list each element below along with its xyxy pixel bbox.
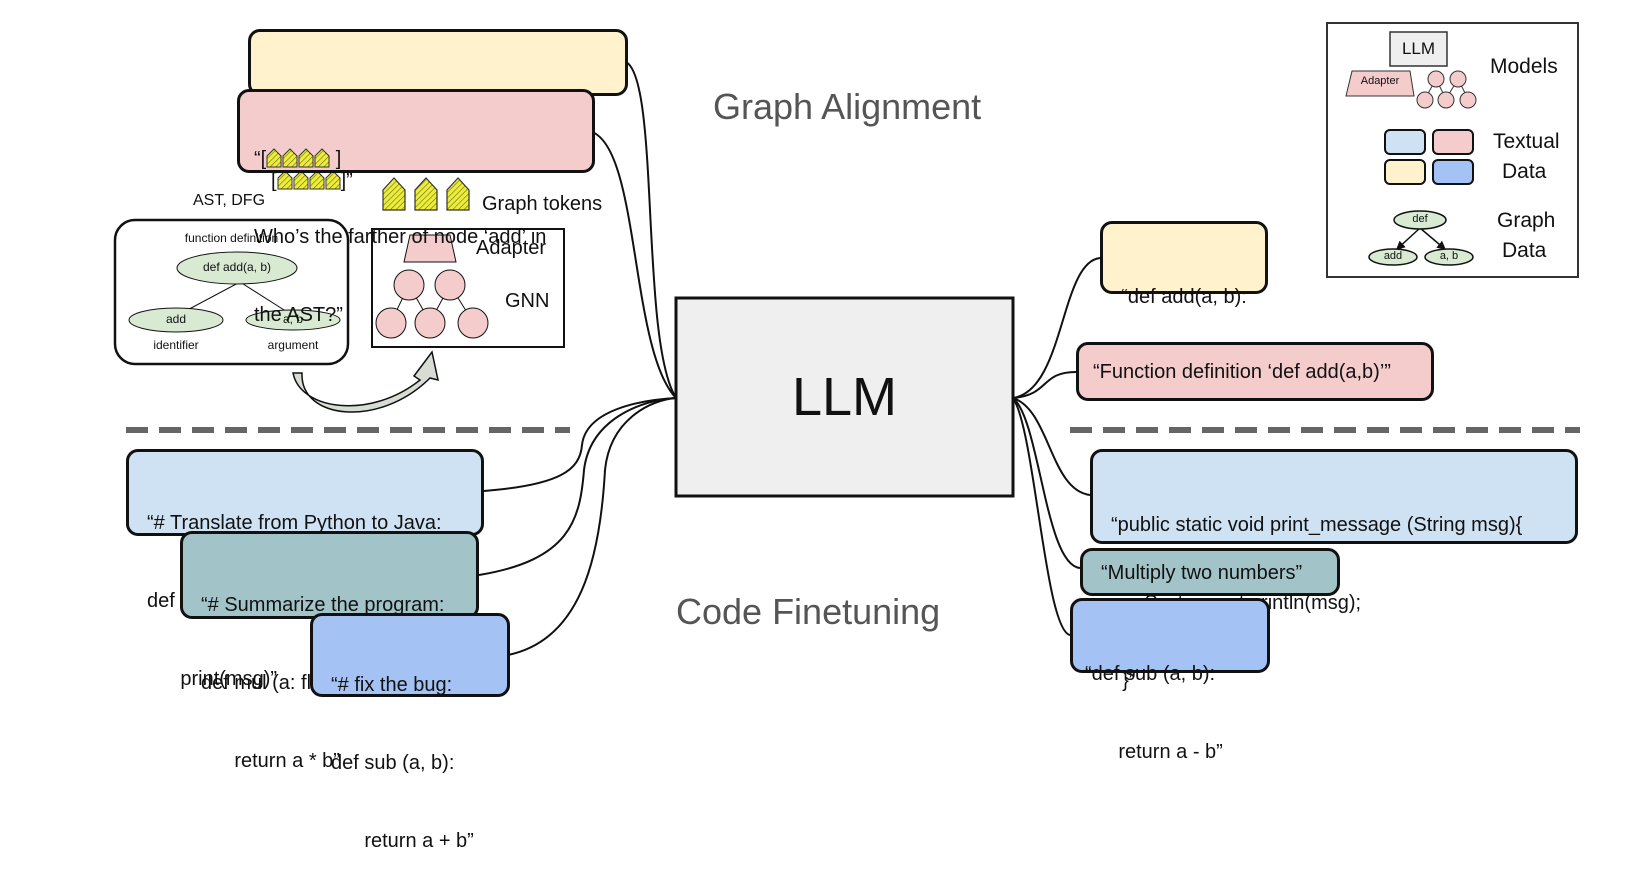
graph-token-icon	[446, 177, 470, 211]
input-translate: “# Translate from Python to Java: def pr…	[126, 449, 484, 690]
output-function-definition: “Function definition ‘def add(a,b)’”	[1076, 342, 1434, 401]
ast-right-label: a, b	[282, 312, 303, 326]
output-def-add-line1: “def add(a, b):	[1121, 286, 1247, 308]
connector-farther	[591, 131, 677, 399]
output-def-add: “def add(a, b): …”	[1100, 221, 1268, 386]
adapter-label: Adapter	[476, 237, 547, 259]
gnn-node	[414, 307, 446, 339]
legend-llm-label: LLM	[1401, 39, 1436, 58]
legend-adapter-trapezoid	[1345, 70, 1415, 97]
graph-token-icon	[414, 177, 438, 211]
input-fix-line: “# fix the bug:	[331, 674, 453, 696]
right-connectors	[1012, 257, 1101, 636]
graph-token-group	[266, 148, 330, 170]
ast-to-gnn-arrow	[292, 350, 439, 413]
graph-token-icon	[382, 177, 406, 211]
ast-caption: AST, DFG	[193, 192, 266, 209]
graph-tokens-label: Graph tokens	[482, 193, 603, 215]
legend-swatch-pink	[1432, 129, 1474, 155]
input-translate-line: print(msg)”	[147, 668, 278, 690]
legend-swatch-yellow	[1384, 159, 1426, 185]
ast-root-caption: function definition	[184, 231, 279, 245]
legend-graph-root-label: def	[1412, 213, 1428, 225]
ast-root-label: def add(a, b)	[202, 260, 272, 274]
legend-graph-data-label: Data	[1502, 239, 1547, 262]
graph-token-icon	[314, 148, 330, 168]
legend-gnn-graph	[1416, 70, 1477, 109]
legend-swatch-blue	[1432, 159, 1474, 185]
gnn-node	[457, 307, 489, 339]
legend-graph-right	[1424, 248, 1474, 266]
legend-graph-right-label: a, b	[1439, 250, 1459, 262]
legend-textual-data-label: Data	[1502, 160, 1547, 183]
prompt-farther-line3: the AST?”	[254, 304, 343, 326]
gnn-node	[393, 269, 425, 301]
output-java: “public static void print_message (Strin…	[1090, 449, 1578, 692]
ast-left-caption: identifier	[153, 338, 199, 352]
gnn-node	[375, 307, 407, 339]
llm-label: LLM	[791, 367, 898, 427]
connector-summarize	[478, 397, 677, 576]
ast-left-label: add	[165, 312, 187, 326]
connector-summary	[1012, 397, 1081, 569]
gnn-graph	[375, 269, 489, 339]
legend-adapter-label: Adapter	[1360, 75, 1400, 87]
section-title-code-finetuning: Code Finetuning	[676, 591, 941, 632]
legend-swatch-light-blue	[1384, 129, 1426, 155]
graph-token-icon	[282, 148, 298, 168]
input-fix-bug: “# fix the bug: def sub (a, b): return a…	[310, 613, 510, 852]
output-java-line: “public static void print_message (Strin…	[1111, 514, 1523, 536]
legend-graph-label: Graph	[1497, 209, 1556, 232]
ast-right-caption: argument	[267, 338, 319, 352]
prompt-farther-line1: “[ ]	[254, 148, 342, 170]
input-summarize-line: “# Summarize the program:	[201, 594, 445, 616]
legend-llm-box	[1389, 31, 1448, 67]
left-connectors	[478, 61, 677, 656]
gnn-label: GNN	[505, 290, 550, 312]
output-java-line: }”	[1111, 670, 1136, 692]
connector-fixed	[1012, 397, 1071, 636]
ast-left-node	[128, 307, 224, 333]
connector-def-add	[1012, 257, 1101, 399]
input-summarize: “# Summarize the program: def mul (a: fl…	[180, 531, 479, 772]
legend-graph-left	[1368, 248, 1418, 266]
input-fix-line: def sub (a, b):	[331, 752, 455, 774]
input-translate-line: “# Translate from Python to Java:	[147, 512, 442, 534]
legend-textual-label: Textual	[1493, 130, 1560, 153]
connector-recover	[625, 61, 677, 399]
legend-graph-left-label: add	[1383, 250, 1403, 262]
legend-graph-root	[1393, 210, 1447, 230]
prompt-recover-source: “Please recover the source program: []”	[248, 29, 628, 192]
ast-right-node	[245, 309, 341, 331]
connector-translate	[483, 397, 677, 492]
section-title-graph-alignment: Graph Alignment	[713, 86, 982, 127]
legend-models-label: Models	[1490, 55, 1558, 78]
graph-token-icon	[298, 148, 314, 168]
output-fixed-line: “def sub (a, b):	[1085, 663, 1216, 685]
output-summary: “Multiply two numbers”	[1080, 548, 1340, 596]
prompt-farther-node: “[ ] Who’s the farther of node ‘add’ in …	[237, 89, 595, 326]
llm-box	[674, 296, 1015, 498]
diagram-canvas	[113, 22, 1580, 656]
connector-function-def	[1012, 371, 1077, 399]
prompt-farther-line2: Who’s the farther of node ‘add’ in	[254, 226, 547, 248]
input-fix-line: return a + b”	[331, 830, 474, 852]
graph-tokens	[382, 177, 470, 211]
ast-root-node	[176, 251, 298, 285]
adapter-trapezoid	[403, 234, 457, 263]
output-fixed-code: “def sub (a, b): return a - b”	[1070, 598, 1270, 763]
graph-token-icon	[266, 148, 282, 168]
output-fixed-line: return a - b”	[1085, 741, 1223, 763]
connector-fix	[507, 397, 677, 656]
connector-java	[1012, 397, 1091, 496]
gnn-node	[434, 269, 466, 301]
